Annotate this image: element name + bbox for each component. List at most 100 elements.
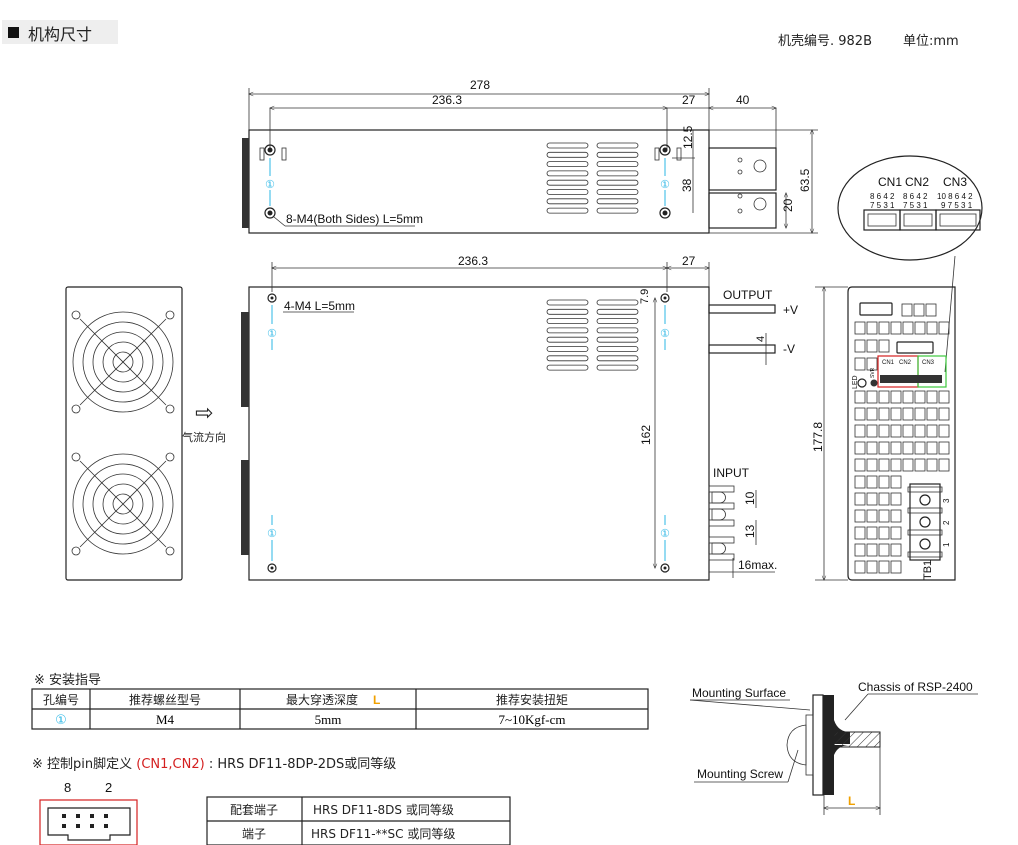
airflow-label: 气流方向 bbox=[182, 430, 226, 444]
vent-slot bbox=[546, 189, 589, 195]
cn3-pins-top: 10 8 6 4 2 bbox=[937, 192, 973, 201]
led-label: LED bbox=[852, 375, 859, 389]
hole-marker-1: ① bbox=[660, 327, 670, 340]
main-holes bbox=[267, 293, 670, 573]
square-bullet-icon bbox=[8, 27, 19, 38]
vent-square bbox=[901, 303, 913, 317]
dim-hole-span: 236.3 bbox=[432, 93, 462, 107]
vent-slot bbox=[546, 318, 589, 325]
cn3-highlight bbox=[917, 355, 947, 388]
vent-square bbox=[914, 458, 926, 472]
vent-square bbox=[878, 441, 890, 455]
depth-l-marker: L bbox=[373, 693, 380, 707]
vent-slot bbox=[596, 318, 639, 325]
vent-square bbox=[925, 303, 937, 317]
cn1-label: CN1 bbox=[878, 175, 902, 189]
fan-guard-ring bbox=[112, 351, 134, 373]
vent-slot bbox=[596, 151, 639, 158]
vent-square bbox=[854, 441, 866, 455]
vent-square bbox=[866, 357, 878, 371]
connector-pin bbox=[62, 824, 66, 828]
install-guide-title: ※ 安装指导 bbox=[34, 673, 101, 688]
pin-number-2: 2 bbox=[105, 780, 112, 795]
hole-marker-1: ① bbox=[267, 527, 277, 540]
vent-square bbox=[902, 321, 914, 335]
dim-top-offset: 7.9 bbox=[639, 289, 651, 304]
vent-square bbox=[878, 475, 890, 489]
mounting-screw-label: Mounting Screw bbox=[697, 767, 783, 781]
vent-square bbox=[890, 424, 902, 438]
fan-guard-ring bbox=[112, 493, 134, 515]
vent-slot bbox=[546, 346, 589, 352]
vent-slot bbox=[596, 308, 639, 315]
vent-square bbox=[878, 526, 890, 540]
tb-pin-3: 3 bbox=[942, 498, 951, 503]
vent-square bbox=[914, 407, 926, 421]
vent-square bbox=[866, 475, 878, 489]
table-cell: HRS DF11-8DS 或同等级 bbox=[313, 803, 454, 817]
vent-square bbox=[878, 560, 890, 574]
hole-marker-1: ① bbox=[265, 178, 275, 191]
screw-note: 4-M4 L=5mm bbox=[284, 299, 355, 313]
vent-square bbox=[878, 321, 890, 335]
table-cell: ① bbox=[55, 713, 67, 728]
output-label: OUTPUT bbox=[723, 288, 773, 302]
cn1-label: CN1 bbox=[882, 360, 895, 366]
vent-slot bbox=[596, 327, 639, 334]
vent-square bbox=[866, 321, 878, 335]
top-holes bbox=[259, 144, 682, 219]
vent-square bbox=[902, 390, 914, 404]
vent-square bbox=[854, 390, 866, 404]
vent-square bbox=[854, 526, 866, 540]
table-cell: M4 bbox=[156, 712, 175, 727]
vent-slot bbox=[596, 299, 639, 306]
table-cell: 配套端子 bbox=[230, 803, 278, 817]
fan-guard-ring bbox=[82, 463, 164, 545]
vent-square bbox=[854, 475, 866, 489]
vent-square bbox=[866, 339, 878, 353]
vent-slot bbox=[546, 299, 589, 306]
vent-square bbox=[902, 458, 914, 472]
cn3-label: CN3 bbox=[922, 360, 935, 366]
vent-square bbox=[938, 321, 950, 335]
vent-slot bbox=[546, 198, 589, 205]
header-bg bbox=[2, 20, 118, 44]
unit-label: 单位:mm bbox=[903, 34, 959, 49]
vent-slot bbox=[546, 355, 589, 362]
vent-square bbox=[866, 407, 878, 421]
tb-pin-2: 2 bbox=[942, 520, 951, 525]
cn3-label: CN3 bbox=[943, 175, 967, 189]
vent-square bbox=[866, 458, 878, 472]
minus-v-label: -V bbox=[783, 342, 795, 356]
airflow-arrow-icon: ⇨ bbox=[195, 401, 213, 426]
vent-slot bbox=[546, 327, 589, 334]
vent-slot bbox=[546, 207, 589, 214]
hole-marker-1: ① bbox=[267, 327, 277, 340]
vent-square bbox=[890, 390, 902, 404]
vent-square bbox=[902, 441, 914, 455]
vent-square bbox=[890, 475, 902, 489]
fan-guard-ring bbox=[82, 321, 164, 403]
fan-guard-ring bbox=[102, 483, 144, 525]
vent-square bbox=[854, 407, 866, 421]
vent-square bbox=[878, 492, 890, 506]
fan-screw-hole bbox=[165, 404, 175, 414]
cn2-pins-bottom: 7 5 3 1 bbox=[903, 201, 928, 210]
input-terminals bbox=[708, 485, 735, 561]
vent-square bbox=[926, 458, 938, 472]
fan-screw-hole bbox=[71, 310, 81, 320]
dim-terminal-height: 20 bbox=[781, 198, 795, 212]
screw-note: 8-M4(Both Sides) L=5mm bbox=[286, 212, 423, 226]
vent-slot bbox=[546, 161, 589, 168]
vent-square bbox=[866, 560, 878, 574]
vent-square bbox=[854, 424, 866, 438]
fan-guard-ring bbox=[92, 331, 154, 393]
vent-slot bbox=[596, 346, 639, 352]
top-view: 278 236.3 27 40 ① ① 8-M4(Both Sides) L=5… bbox=[242, 78, 818, 234]
fan-guard-strut bbox=[79, 318, 167, 406]
vent-square bbox=[854, 509, 866, 523]
vent-square bbox=[890, 407, 902, 421]
connector-callout: CN1 CN2 CN3 8 6 4 2 7 5 3 1 8 6 4 2 7 5 … bbox=[837, 155, 983, 373]
vent-slot bbox=[596, 355, 639, 362]
